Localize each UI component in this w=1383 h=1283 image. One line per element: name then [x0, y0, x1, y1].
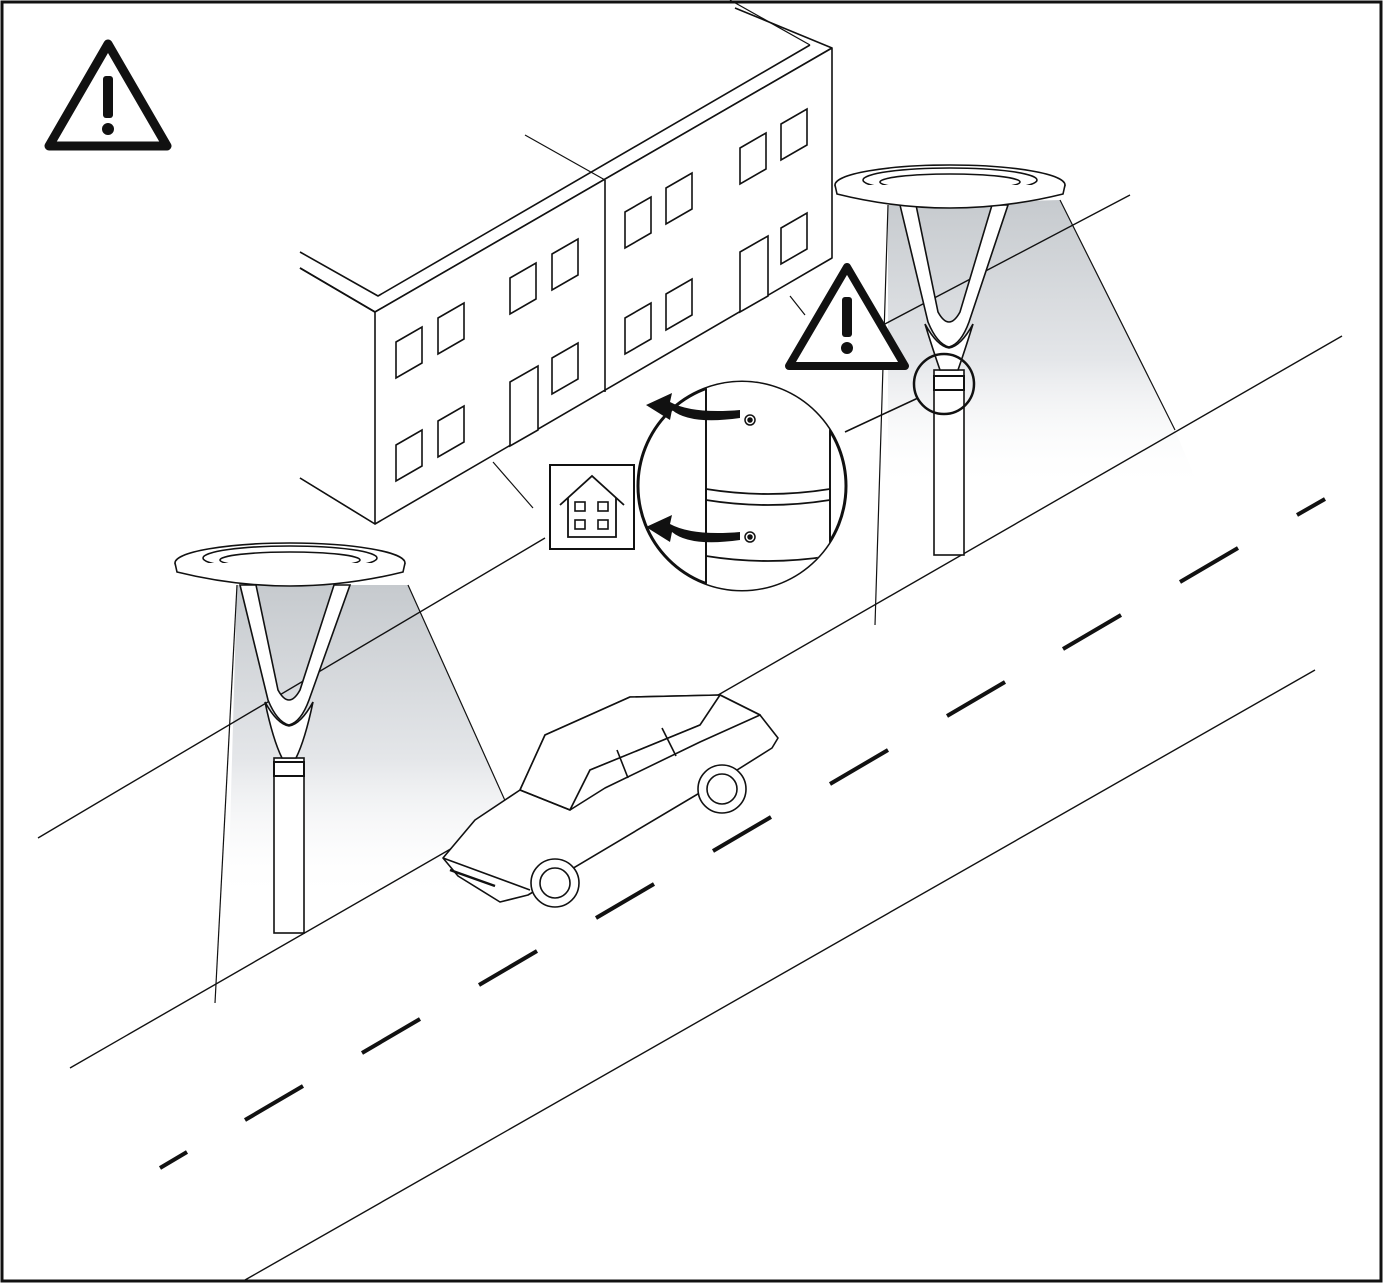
warning-triangle-icon: [49, 44, 167, 146]
house-icon: [550, 465, 634, 549]
warning-triangle-icon-lamp: [789, 267, 905, 366]
